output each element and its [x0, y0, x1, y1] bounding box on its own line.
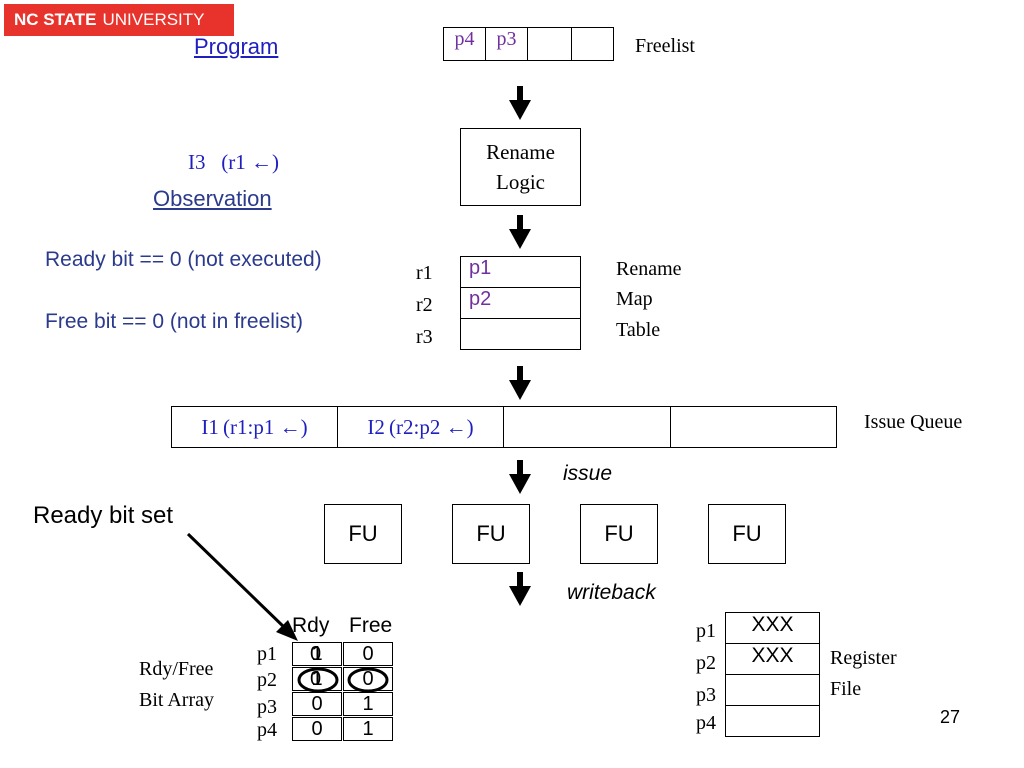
rename-logic-line2: Logic: [496, 170, 545, 194]
bit-array-reg: p3: [257, 696, 277, 718]
page-number: 27: [940, 707, 961, 727]
pointer-arrow-icon: [186, 532, 298, 641]
rdy-bit-cell: 0 1: [292, 642, 342, 666]
logo-bold: NC STATE: [14, 10, 97, 29]
map-cell: p1: [460, 256, 581, 288]
rename-logic-line1: Rename: [486, 140, 555, 164]
bit-array-label-1: Rdy/Free: [139, 658, 214, 680]
observation-free-bit: Free bit == 0 (not in freelist): [45, 310, 303, 333]
functional-unit: FU: [708, 504, 786, 564]
issue-queue-cell: [670, 406, 837, 448]
rename-map-label-3: Table: [616, 319, 661, 341]
free-bit-cell: 1: [343, 717, 393, 741]
functional-unit: FU: [324, 504, 402, 564]
issue-label: issue: [563, 462, 613, 485]
rdy-bit-cell: 0: [292, 717, 342, 741]
freelist-cell: [527, 27, 572, 61]
free-bit-cell: 0: [343, 642, 393, 666]
down-arrow-icon: [509, 86, 531, 120]
register-file-label-2: File: [830, 678, 862, 700]
bit-array-reg: p2: [257, 669, 277, 691]
bit-array-header-free: Free: [349, 614, 393, 637]
freelist-cell: p4: [443, 27, 486, 61]
map-reg-label: r3: [416, 326, 433, 348]
ready-bit-set-label: Ready bit set: [33, 502, 174, 529]
freelist-cell: p3: [485, 27, 528, 61]
issue-queue-cell: I2 (r2:p2 ←): [337, 406, 504, 448]
highlight-ellipse: [347, 667, 389, 693]
rename-map-label-2: Map: [616, 288, 653, 310]
regfile-cell: [725, 674, 820, 706]
instruction-i3: I3 (r1 ←): [188, 150, 279, 174]
rdy-bit-cell: 0: [292, 692, 342, 716]
logo-light: UNIVERSITY: [102, 10, 205, 29]
map-reg-label: r1: [416, 262, 433, 284]
regfile-cell: XXX: [725, 643, 820, 675]
map-cell: p2: [460, 287, 581, 319]
observation-title: Observation: [153, 186, 272, 211]
down-arrow-icon: [509, 366, 531, 400]
register-file-label-1: Register: [830, 647, 897, 669]
regfile-reg: p2: [696, 652, 716, 674]
functional-unit: FU: [580, 504, 658, 564]
freelist-label: Freelist: [635, 35, 695, 57]
issue-queue-label: Issue Queue: [864, 411, 963, 433]
regfile-cell: [725, 705, 820, 737]
highlight-ellipse: [297, 667, 339, 693]
rename-map-label-1: Rename: [616, 258, 682, 280]
bit-array-reg: p4: [257, 719, 277, 741]
regfile-cell: XXX: [725, 612, 820, 644]
bit-array-header-rdy: Rdy: [292, 614, 330, 637]
bit-array-reg: p1: [257, 643, 277, 665]
functional-unit: FU: [452, 504, 530, 564]
freelist-cell: [571, 27, 614, 61]
regfile-reg: p3: [696, 684, 716, 706]
rdy-bit-prev: 0: [310, 667, 322, 690]
nc-state-logo: NC STATE UNIVERSITY: [4, 4, 234, 36]
down-arrow-icon: [509, 460, 531, 494]
rdy-bit-prev: 0: [310, 642, 322, 665]
writeback-label: writeback: [567, 581, 656, 604]
down-arrow-icon: [509, 572, 531, 606]
rdy-bit-value: 1: [311, 642, 323, 665]
rdy-bit-value: 1: [311, 667, 323, 690]
free-bit-cell: 1: [343, 692, 393, 716]
issue-queue-cell: [503, 406, 671, 448]
regfile-reg: p4: [696, 712, 716, 734]
issue-queue-cell: I1 (r1:p1 ←): [171, 406, 338, 448]
program-title: Program: [194, 34, 279, 59]
down-arrow-icon: [509, 215, 531, 249]
map-reg-label: r2: [416, 294, 433, 316]
observation-ready-bit: Ready bit == 0 (not executed): [45, 248, 322, 271]
bit-array-label-2: Bit Array: [139, 689, 214, 711]
rename-logic-box: Rename Logic: [460, 128, 581, 206]
map-cell: [460, 318, 581, 350]
regfile-reg: p1: [696, 620, 716, 642]
